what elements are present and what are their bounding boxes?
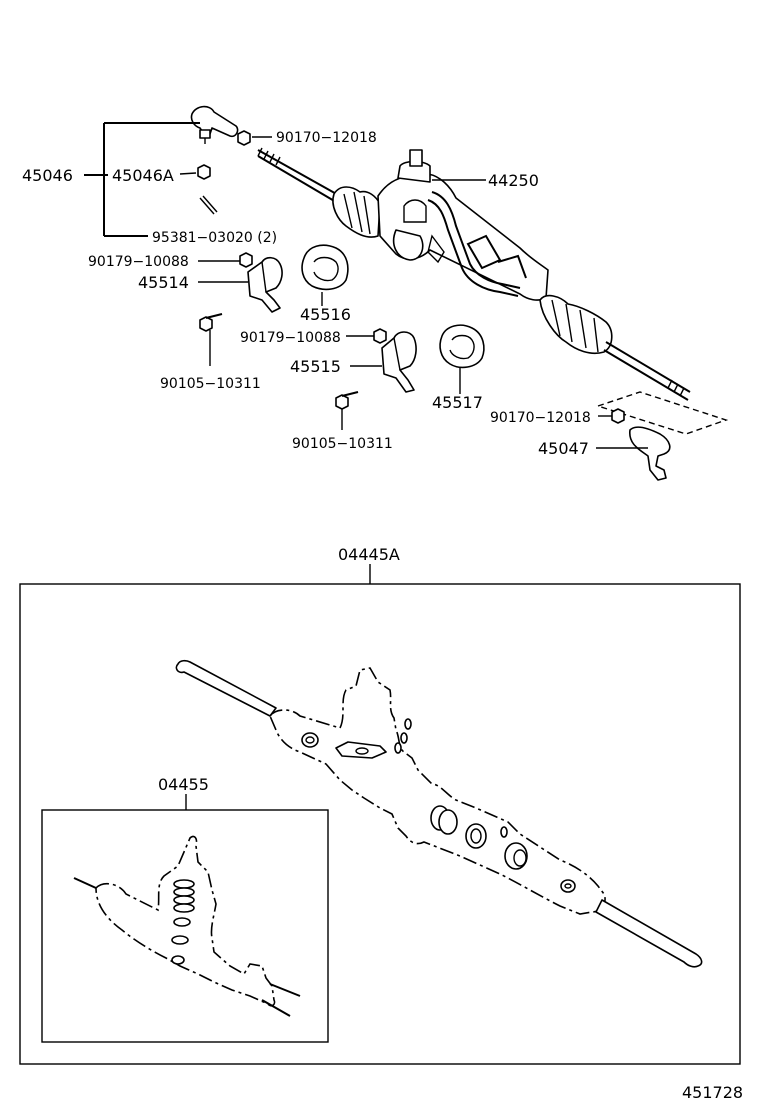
label-90170-12018-bottom: 90170−12018 (490, 410, 591, 426)
label-95381-03020: 95381−03020 (2) (152, 230, 277, 246)
nut-90170-top (237, 130, 251, 146)
label-45046A: 45046A (112, 166, 174, 185)
group-45046-leader (84, 122, 272, 237)
nut-45046A (197, 164, 211, 180)
label-45046: 45046 (22, 166, 73, 185)
label-45516: 45516 (300, 305, 351, 324)
bolt-90105-a (199, 313, 223, 366)
cotter-pin-95381 (199, 195, 218, 215)
figure-number: 451728 (682, 1083, 743, 1102)
bracket-45515 (381, 331, 417, 393)
tie-rod-end-left (190, 105, 239, 144)
nut-90170-bottom (611, 408, 625, 424)
nut-90179-b (373, 328, 387, 344)
tie-rod-end-right (629, 426, 671, 481)
leader-lines-top (198, 179, 648, 449)
steering-rack-assembly-top (257, 147, 691, 401)
bushing-45517 (439, 324, 485, 369)
label-45514: 45514 (138, 273, 189, 292)
label-90105-10311-b: 90105−10311 (292, 436, 393, 452)
bolt-90105-b (335, 391, 359, 430)
dashed-group-45047 (595, 391, 729, 435)
label-45517: 45517 (432, 393, 483, 412)
label-44250: 44250 (488, 171, 539, 190)
label-45047: 45047 (538, 439, 589, 458)
kit-box-04455 (41, 794, 329, 1043)
label-04445A: 04445A (338, 545, 400, 564)
label-90170-12018-top: 90170−12018 (276, 130, 377, 146)
label-90179-10088-b: 90179−10088 (240, 330, 341, 346)
label-90179-10088-a: 90179−10088 (88, 254, 189, 270)
bracket-45514 (247, 256, 283, 313)
valve-kit-outline (73, 835, 301, 1017)
gasket-kit-rack-outline (175, 659, 703, 968)
kit-box-04445A (19, 564, 741, 1065)
label-90105-10311-a: 90105−10311 (160, 376, 261, 392)
label-04455: 04455 (158, 775, 209, 794)
nut-90179-a (239, 252, 253, 268)
bushing-45516 (301, 244, 349, 291)
label-45515: 45515 (290, 357, 341, 376)
